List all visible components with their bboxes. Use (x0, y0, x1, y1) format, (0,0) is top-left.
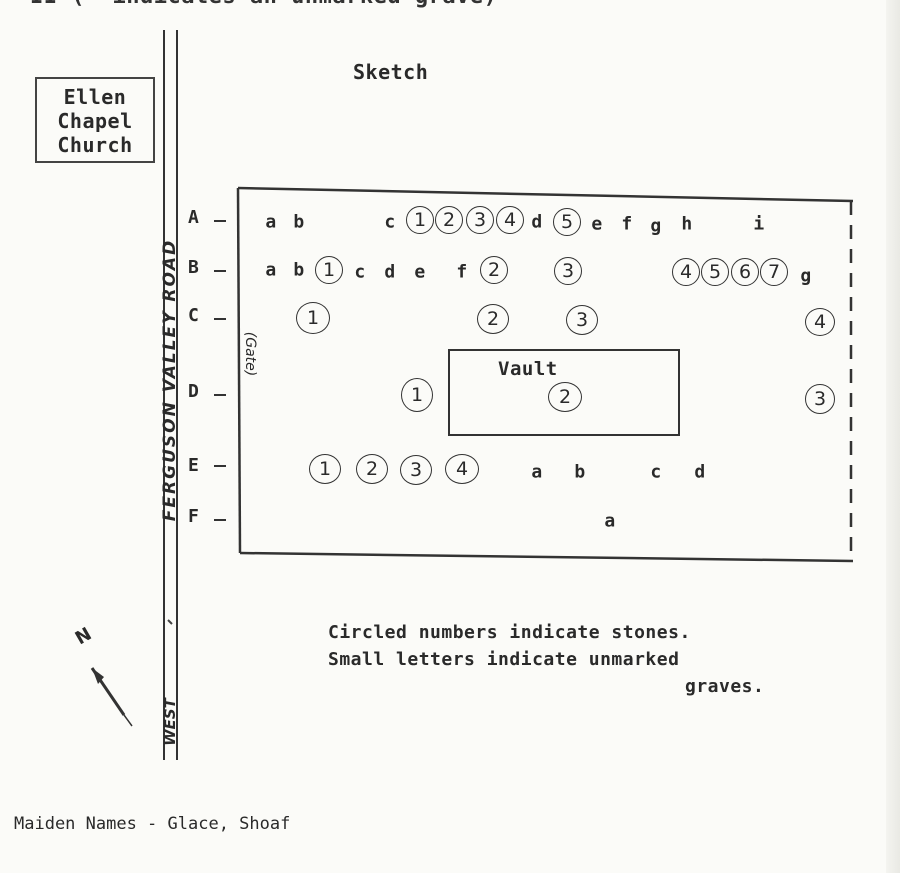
row-dash-b (214, 270, 226, 272)
stone-marker: 1 (406, 206, 434, 234)
stone-marker: 4 (496, 206, 524, 234)
unmarked-grave-letter: c (354, 261, 366, 283)
legend-line-1: Circled numbers indicate stones. (328, 622, 691, 643)
unmarked-grave-letter: d (694, 461, 706, 483)
row-label-d: D (188, 381, 200, 402)
unmarked-grave-letter: c (384, 211, 396, 233)
unmarked-grave-letter: g (800, 265, 812, 287)
row-dash-f (214, 519, 226, 521)
paper-edge (886, 0, 900, 873)
row-label-e: E (188, 455, 200, 476)
unmarked-grave-letter: e (591, 213, 603, 235)
unmarked-grave-letter: h (681, 213, 693, 235)
church-name-line-1: Ellen (63, 85, 127, 109)
stone-marker: 3 (805, 384, 835, 414)
stone-marker: 2 (435, 206, 463, 234)
row-dash-d (214, 394, 226, 396)
stone-marker: 3 (400, 455, 432, 485)
unmarked-grave-letter: a (531, 461, 543, 483)
unmarked-grave-letter: e (414, 261, 426, 283)
stone-marker: 2 (480, 256, 508, 284)
unmarked-grave-letter: g (650, 215, 662, 237)
stone-marker: 2 (548, 382, 582, 412)
legend-line-2: Small letters indicate unmarked (328, 649, 680, 670)
church-name-line-2: Chapel (57, 109, 133, 133)
stone-marker: 2 (477, 304, 509, 334)
row-dash-c (214, 318, 226, 320)
road-edge-left (163, 30, 165, 760)
row-label-a: A (188, 207, 200, 228)
unmarked-grave-letter: b (293, 259, 305, 281)
row-dash-e (214, 465, 226, 467)
stone-marker: 7 (760, 258, 788, 286)
maiden-names-note: Maiden Names - Glace, Shoaf (14, 814, 291, 834)
stone-marker: 1 (309, 454, 341, 484)
road-edge-right (176, 30, 178, 760)
stone-marker: 4 (445, 454, 479, 484)
row-label-f: F (188, 506, 200, 527)
unmarked-grave-letter: b (574, 461, 586, 483)
row-dash-a (214, 220, 226, 222)
stone-marker: 3 (466, 206, 494, 234)
unmarked-grave-letter: a (265, 211, 277, 233)
sketch-title: Sketch (353, 60, 429, 84)
stone-marker: 4 (805, 308, 835, 336)
stone-marker: 2 (356, 454, 388, 484)
unmarked-grave-letter: c (650, 461, 662, 483)
row-label-b: B (188, 257, 200, 278)
church-box: Ellen Chapel Church (35, 77, 155, 163)
stone-marker: 1 (401, 378, 433, 412)
legend-line-3: graves. (685, 676, 765, 697)
stone-marker: 1 (315, 256, 343, 284)
unmarked-grave-letter: d (531, 211, 543, 233)
unmarked-grave-letter: i (753, 213, 765, 235)
unmarked-grave-letter: d (384, 261, 396, 283)
stone-marker: 3 (566, 305, 598, 335)
stone-marker: 1 (296, 302, 330, 334)
stone-marker: 4 (672, 258, 700, 286)
unmarked-grave-letter: a (265, 259, 277, 281)
unmarked-grave-letter: a (604, 510, 616, 532)
unmarked-grave-letter: b (293, 211, 305, 233)
row-label-c: C (188, 305, 200, 326)
stone-marker: 5 (553, 208, 581, 236)
stone-marker: 5 (701, 258, 729, 286)
unmarked-grave-letter: f (621, 213, 633, 235)
stone-marker: 3 (554, 257, 582, 285)
unmarked-grave-letter: f (456, 261, 468, 283)
gate-label: (Gate) (242, 331, 258, 377)
vault-box (448, 349, 680, 436)
vault-label: Vault (498, 358, 558, 380)
church-name-line-3: Church (57, 133, 133, 157)
stone-marker: 6 (731, 258, 759, 286)
